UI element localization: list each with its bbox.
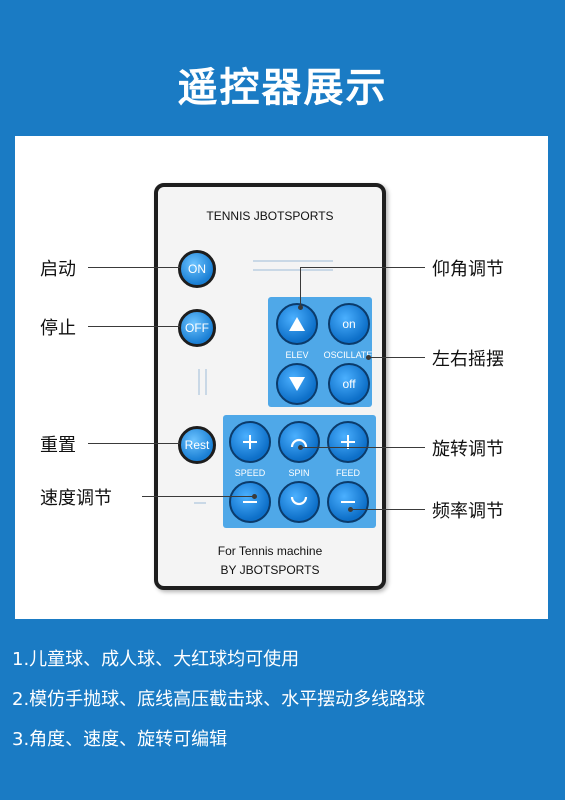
remote-control: TENNIS JBOTSPORTS ON OFF Rest on ELEV OS… [154,183,386,590]
decorative-line [205,369,207,395]
backspin-arc-icon [290,496,308,506]
feed-label: FEED [335,468,360,478]
callout-frequency-adjust: 频率调节 [432,501,504,522]
callout-line-elevation [300,267,425,268]
plus-icon [341,435,355,449]
elev-label: ELEV [285,350,309,360]
spin-label: SPIN [288,468,310,478]
callout-line-start [88,267,180,268]
callout-elevation-adjust: 仰角调节 [432,259,504,280]
callout-line-frequency [350,509,425,510]
feature-list: 1.儿童球、成人球、大红球均可使用 2.模仿手抛球、底线高压截击球、水平摆动多线… [12,645,425,765]
decorative-line [194,502,206,504]
feature-item: 3.角度、速度、旋转可编辑 [12,729,228,750]
page-title: 遥控器展示 [177,65,388,111]
decorative-line [253,269,333,271]
spin-top-button[interactable] [278,421,320,463]
rest-button[interactable]: Rest [178,426,216,464]
callout-line-spin [300,447,425,448]
header-band [0,0,565,135]
feed-minus-button[interactable] [327,481,369,523]
feed-plus-button[interactable] [327,421,369,463]
feature-item: 2.模仿手抛球、底线高压截击球、水平摆动多线路球 [12,689,426,710]
decorative-line [198,369,200,395]
minus-icon [341,501,355,503]
speed-minus-button[interactable] [229,481,271,523]
callout-oscillate: 左右摇摆 [432,349,504,370]
remote-brand-label: TENNIS JBOTSPORTS [206,209,334,223]
elevation-up-button[interactable] [276,303,318,345]
callout-line-speed [142,496,254,497]
decorative-line [253,260,333,262]
callout-speed-adjust: 速度调节 [40,488,112,509]
spin-back-button[interactable] [278,481,320,523]
callout-line-oscillate [368,357,425,358]
oscillate-off-button[interactable]: off [328,363,370,405]
callout-spin-adjust: 旋转调节 [432,439,504,460]
callout-reset: 重置 [40,435,76,456]
callout-line-elevation-vertical [300,267,301,307]
callout-start: 启动 [40,259,76,280]
off-button[interactable]: OFF [178,309,216,347]
callout-dot [366,355,371,360]
remote-footer-line1: For Tennis machine [217,544,323,558]
oscillate-label: OSCILLATE [323,350,373,360]
on-button[interactable]: ON [178,250,216,288]
speed-label: SPEED [234,468,266,478]
callout-dot [298,305,303,310]
topspin-arc-icon [290,438,308,448]
callout-dot [348,507,353,512]
oscillate-on-button[interactable]: on [328,303,370,345]
elevation-down-button[interactable] [276,363,318,405]
minus-icon [243,501,257,503]
callout-line-stop [88,326,180,327]
triangle-up-icon [289,317,305,331]
callout-dot [298,445,303,450]
callout-line-reset [88,443,180,444]
feature-item: 1.儿童球、成人球、大红球均可使用 [12,649,300,670]
callout-dot [252,494,257,499]
callout-stop: 停止 [40,318,76,339]
plus-icon [243,435,257,449]
triangle-down-icon [289,377,305,391]
remote-footer-line2: BY JBOTSPORTS [220,563,320,577]
speed-plus-button[interactable] [229,421,271,463]
